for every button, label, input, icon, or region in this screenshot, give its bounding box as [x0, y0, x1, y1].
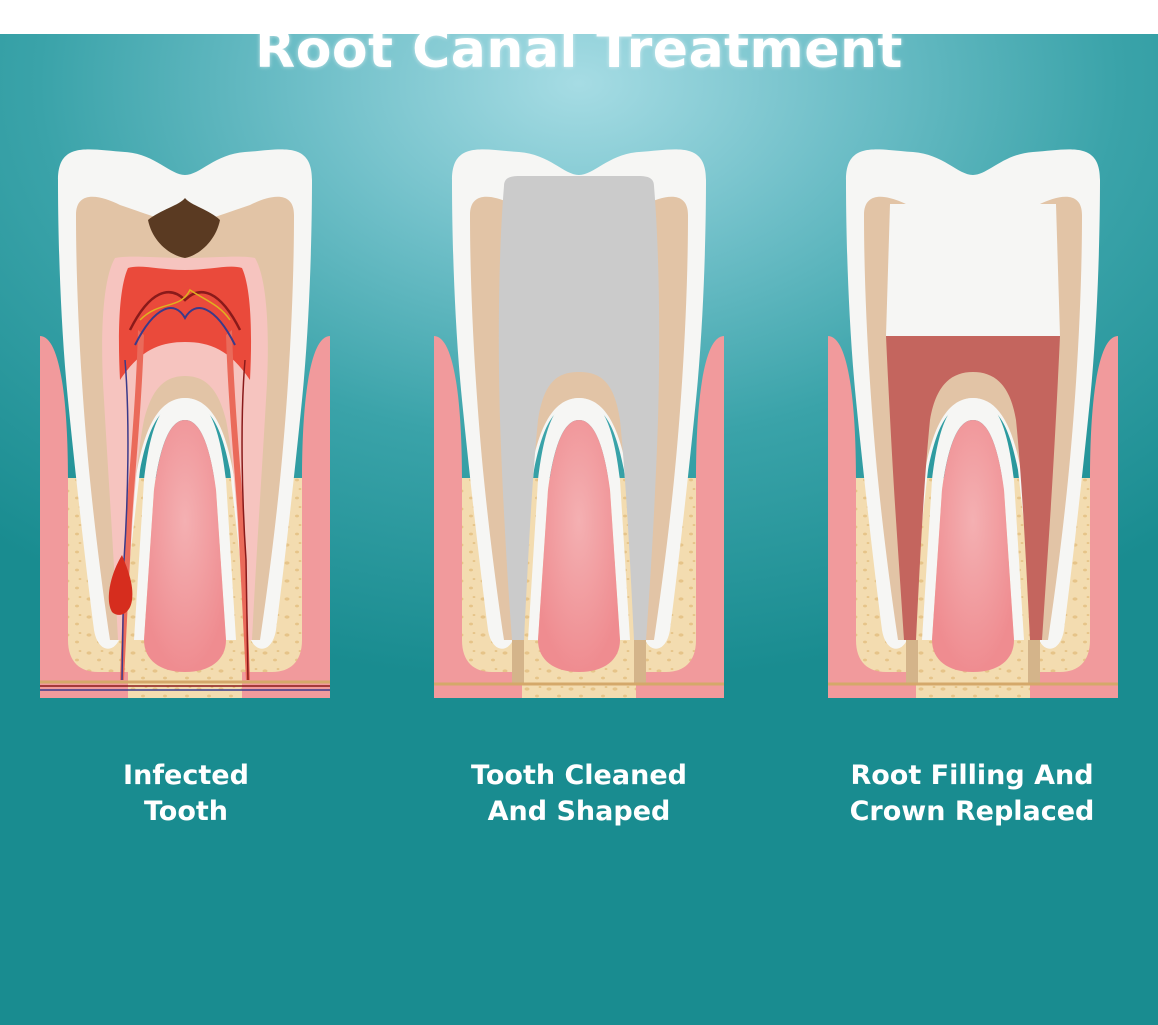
- inner-gum: [144, 420, 226, 672]
- step-label-line: Root Filling And: [850, 760, 1094, 791]
- outer-gum-right: [636, 336, 724, 698]
- step-label-cleaned: Tooth Cleaned And Shaped: [419, 758, 739, 830]
- filled-tooth-illustration: [828, 149, 1118, 698]
- outer-gum-left: [434, 336, 522, 698]
- outer-gum-right: [242, 336, 330, 698]
- cleaned-canal: [498, 176, 660, 640]
- inner-gum: [932, 420, 1014, 672]
- abscess: [108, 555, 133, 615]
- step-label-filled: Root Filling And Crown Replaced: [812, 758, 1132, 830]
- infected-pulp: [118, 266, 252, 380]
- inner-enamel-arch: [528, 398, 630, 640]
- decay-cavity: [148, 170, 220, 258]
- outer-gum-left: [828, 336, 916, 698]
- inner-enamel-arch: [134, 398, 236, 640]
- step-label-line: Tooth: [143, 796, 229, 827]
- inner-enamel-arch: [922, 398, 1024, 640]
- root-filling: [886, 336, 1060, 640]
- infected-canal-right: [226, 330, 250, 680]
- outer-gum-left: [40, 336, 128, 698]
- step-label-line: Infected: [123, 760, 249, 791]
- step-label-infected: Infected Tooth: [26, 758, 346, 830]
- crown: [886, 204, 1060, 336]
- step-label-line: Tooth Cleaned: [471, 760, 687, 791]
- inner-gum: [538, 420, 620, 672]
- diagram-title: Root Canal Treatment: [255, 20, 903, 80]
- infected-tooth-illustration: [40, 149, 330, 698]
- step-label-line: Crown Replaced: [849, 796, 1095, 827]
- cleaned-tooth-illustration: [434, 149, 724, 698]
- outer-gum-right: [1030, 336, 1118, 698]
- step-label-line: And Shaped: [487, 796, 671, 827]
